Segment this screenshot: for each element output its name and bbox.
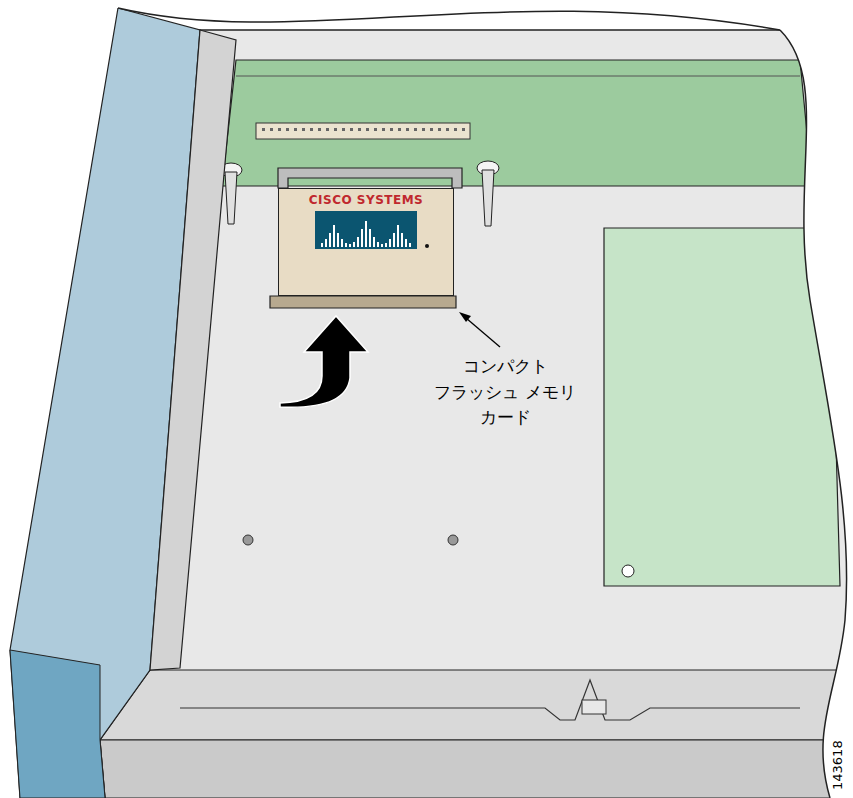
compact-flash-card: CISCO SYSTEMS (278, 188, 454, 296)
main-board (222, 60, 812, 186)
leader-line (466, 318, 500, 347)
floor-hole (243, 535, 253, 545)
latch (582, 700, 606, 714)
mounting-hole (622, 565, 634, 577)
pin-header (256, 123, 470, 139)
board-edge (236, 76, 800, 77)
leader-arrowhead (459, 312, 471, 322)
header-pins (262, 128, 465, 131)
front-panel (100, 740, 853, 798)
cut-edge (780, 30, 847, 798)
logo-dot (425, 244, 429, 248)
front-lip (100, 670, 853, 740)
logo-graphic (315, 211, 417, 249)
expansion-board (604, 228, 840, 586)
brand-text: CISCO SYSTEMS (279, 193, 453, 207)
cut-mask (0, 0, 853, 30)
lip-cutout (180, 680, 800, 720)
figure-number: 143618 (831, 739, 845, 791)
part-label: コンパクト フラッシュ メモリ カード (420, 354, 590, 431)
card-edge (270, 296, 456, 308)
card-socket (278, 168, 462, 188)
insert-arrow (280, 316, 368, 407)
side-rail (150, 30, 236, 670)
chassis-floor (100, 30, 853, 798)
floor-hole (448, 535, 458, 545)
standoff (477, 161, 499, 226)
cut-mask (780, 30, 853, 798)
side-panel-front (10, 650, 105, 798)
cut-edge (118, 8, 780, 30)
